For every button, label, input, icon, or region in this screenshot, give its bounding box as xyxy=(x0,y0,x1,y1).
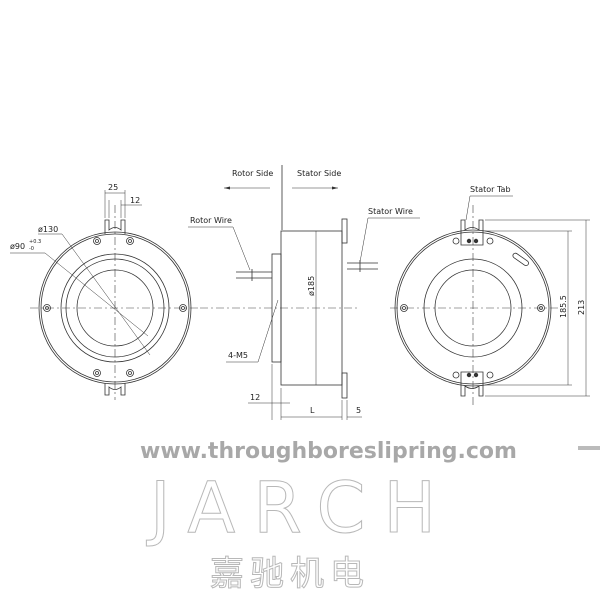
dim-25: 25 xyxy=(108,183,118,192)
rotor-wire-label: Rotor Wire xyxy=(190,216,232,225)
stator-tab-bottom xyxy=(460,371,484,397)
dim-213: 213 xyxy=(577,300,586,315)
watermark-brand: JARCH xyxy=(146,467,454,549)
dim-12-flange: 12 xyxy=(250,393,260,402)
slip-ring-body xyxy=(280,230,343,386)
side-view: Rotor Side Stator Side Rotor Wire Stator… xyxy=(188,165,420,420)
stator-flange-top xyxy=(341,218,348,244)
dim-d90: ø90 xyxy=(10,242,25,251)
rotor-side-label: Rotor Side xyxy=(232,169,273,178)
watermark-brand-cn: 嘉驰机电 xyxy=(210,554,370,594)
bottom-tab xyxy=(104,383,126,396)
stator-side-label: Stator Side xyxy=(297,169,341,178)
stator-tab-top xyxy=(460,219,484,246)
watermark: www.throughboreslipring.com JARCH 嘉驰机电 xyxy=(140,439,517,595)
stator-wire xyxy=(347,260,378,272)
stator-wire-label: Stator Wire xyxy=(368,207,413,216)
dim-5: 5 xyxy=(356,406,361,415)
edge-mark xyxy=(578,446,600,450)
stator-tab-label: Stator Tab xyxy=(470,185,511,194)
thread-label: 4-M5 xyxy=(228,351,248,360)
dim-d90-tol-lower: -0 xyxy=(29,246,34,252)
stator-front-view: Stator Tab 185.5 213 xyxy=(390,185,590,405)
bolt-holes xyxy=(43,237,187,377)
dim-185-5: 185.5 xyxy=(559,295,568,318)
stator-flange-bottom xyxy=(341,372,348,399)
watermark-url: www.throughboreslipring.com xyxy=(140,439,517,464)
dim-L: L xyxy=(310,406,315,415)
dim-12-slot: 12 xyxy=(130,196,140,205)
top-tab xyxy=(104,219,126,234)
rotor-wire xyxy=(236,269,272,281)
dim-d90-tol-upper: +0.3 xyxy=(29,239,41,245)
rotor-front-view: 25 12 ø130 ø90 +0.3 -0 xyxy=(10,183,200,400)
dim-d130: ø130 xyxy=(38,225,58,234)
dim-d185: ø185 xyxy=(307,276,316,296)
